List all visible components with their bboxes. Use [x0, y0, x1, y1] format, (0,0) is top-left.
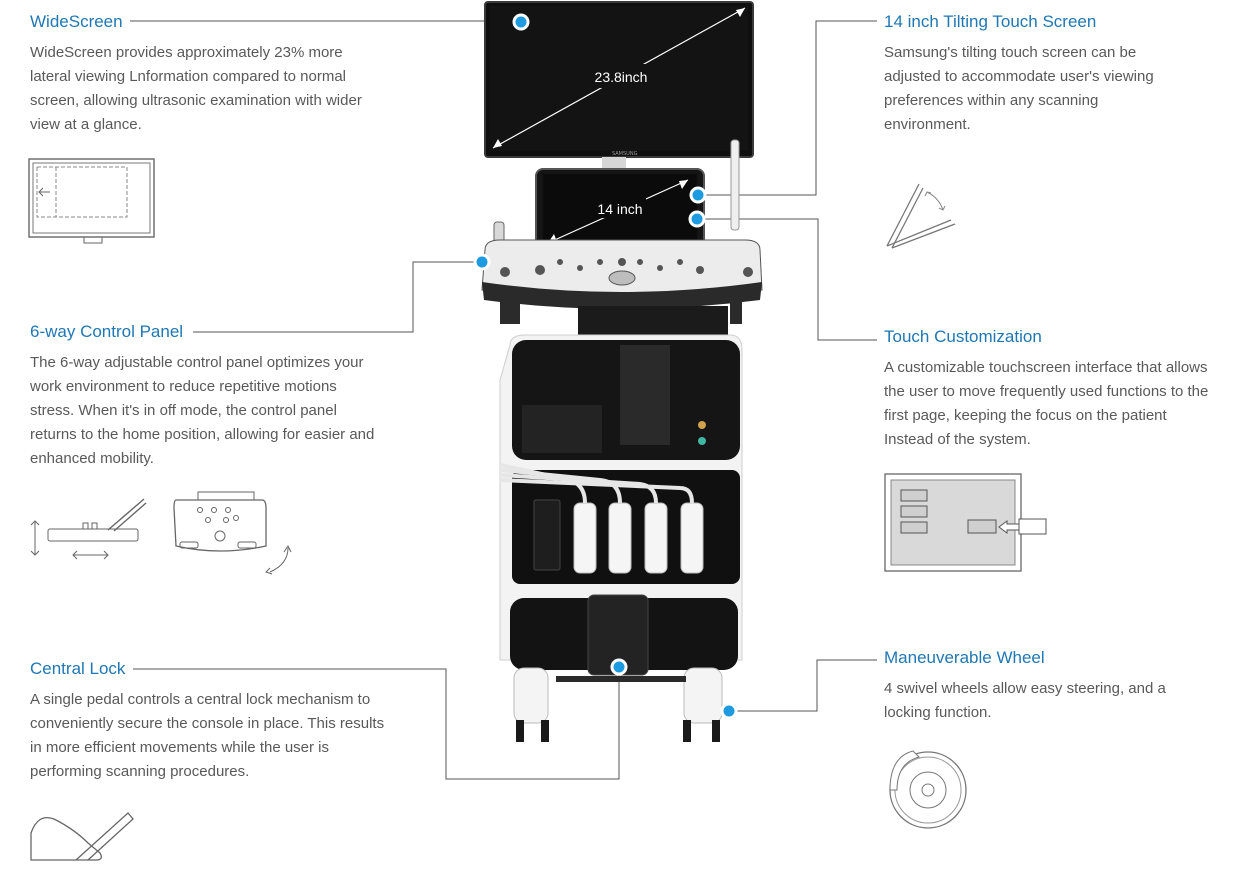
feature-wheel: Maneuverable Wheel 4 swivel wheels allow… — [884, 648, 1174, 725]
feature-touch-customization: Touch Customization A customizable touch… — [884, 327, 1214, 452]
central-lock-connector — [133, 667, 620, 780]
feature-title: 6-way Control Panel — [30, 322, 184, 341]
feature-title: 14 inch Tilting Touch Screen — [884, 12, 1097, 31]
foot-pedal-icon — [30, 812, 134, 861]
feature-description: 4 swivel wheels allow easy steering, and… — [884, 680, 1166, 721]
touchscreen-size-label: 14 inch — [597, 201, 642, 217]
touch-screen-connector — [698, 20, 877, 196]
touch-customization-icon — [884, 473, 1047, 572]
feature-title: Maneuverable Wheel — [884, 648, 1045, 667]
ultrasound-system-image: SAMSUNG 23.8inch 14 inch — [481, 1, 763, 742]
feature-widescreen: WideScreen WideScreen provides approxima… — [30, 12, 370, 137]
hotspot-widescreen[interactable] — [512, 13, 530, 31]
hotspot-touch-screen[interactable] — [689, 186, 707, 204]
feature-title: Central Lock — [30, 659, 126, 678]
feature-description: A customizable touchscreen interface tha… — [884, 359, 1209, 448]
control-panel-connector — [193, 261, 482, 333]
hotspot-touch-customization[interactable] — [688, 210, 706, 228]
feature-title: Touch Customization — [884, 327, 1042, 346]
panel-height-adjust-icon — [30, 498, 147, 560]
wheel-icon — [889, 750, 967, 829]
hotspot-control-panel[interactable] — [473, 253, 491, 271]
feature-description: The 6-way adjustable control panel optim… — [30, 354, 375, 467]
feature-description: WideScreen provides approximately 23% mo… — [30, 44, 362, 133]
wheel-connector — [729, 659, 877, 712]
widescreen-icon — [28, 158, 155, 244]
hotspot-wheel[interactable] — [720, 702, 738, 720]
monitor-size-label: 23.8inch — [595, 69, 648, 85]
feature-title: WideScreen — [30, 12, 123, 31]
brand-label: SAMSUNG — [612, 151, 638, 157]
feature-description: A single pedal controls a central lock m… — [30, 691, 385, 780]
feature-control-panel: 6-way Control Panel The 6-way adjustable… — [30, 322, 380, 471]
feature-central-lock: Central Lock A single pedal controls a c… — [30, 659, 390, 784]
touch-customization-connector — [697, 218, 877, 341]
panel-rotate-icon — [173, 491, 292, 575]
feature-touch-screen: 14 inch Tilting Touch Screen Samsung's t… — [884, 12, 1174, 137]
tilt-screen-icon — [886, 183, 956, 249]
feature-description: Samsung's tilting touch screen can be ad… — [884, 44, 1154, 133]
hotspot-central-lock[interactable] — [610, 658, 628, 676]
